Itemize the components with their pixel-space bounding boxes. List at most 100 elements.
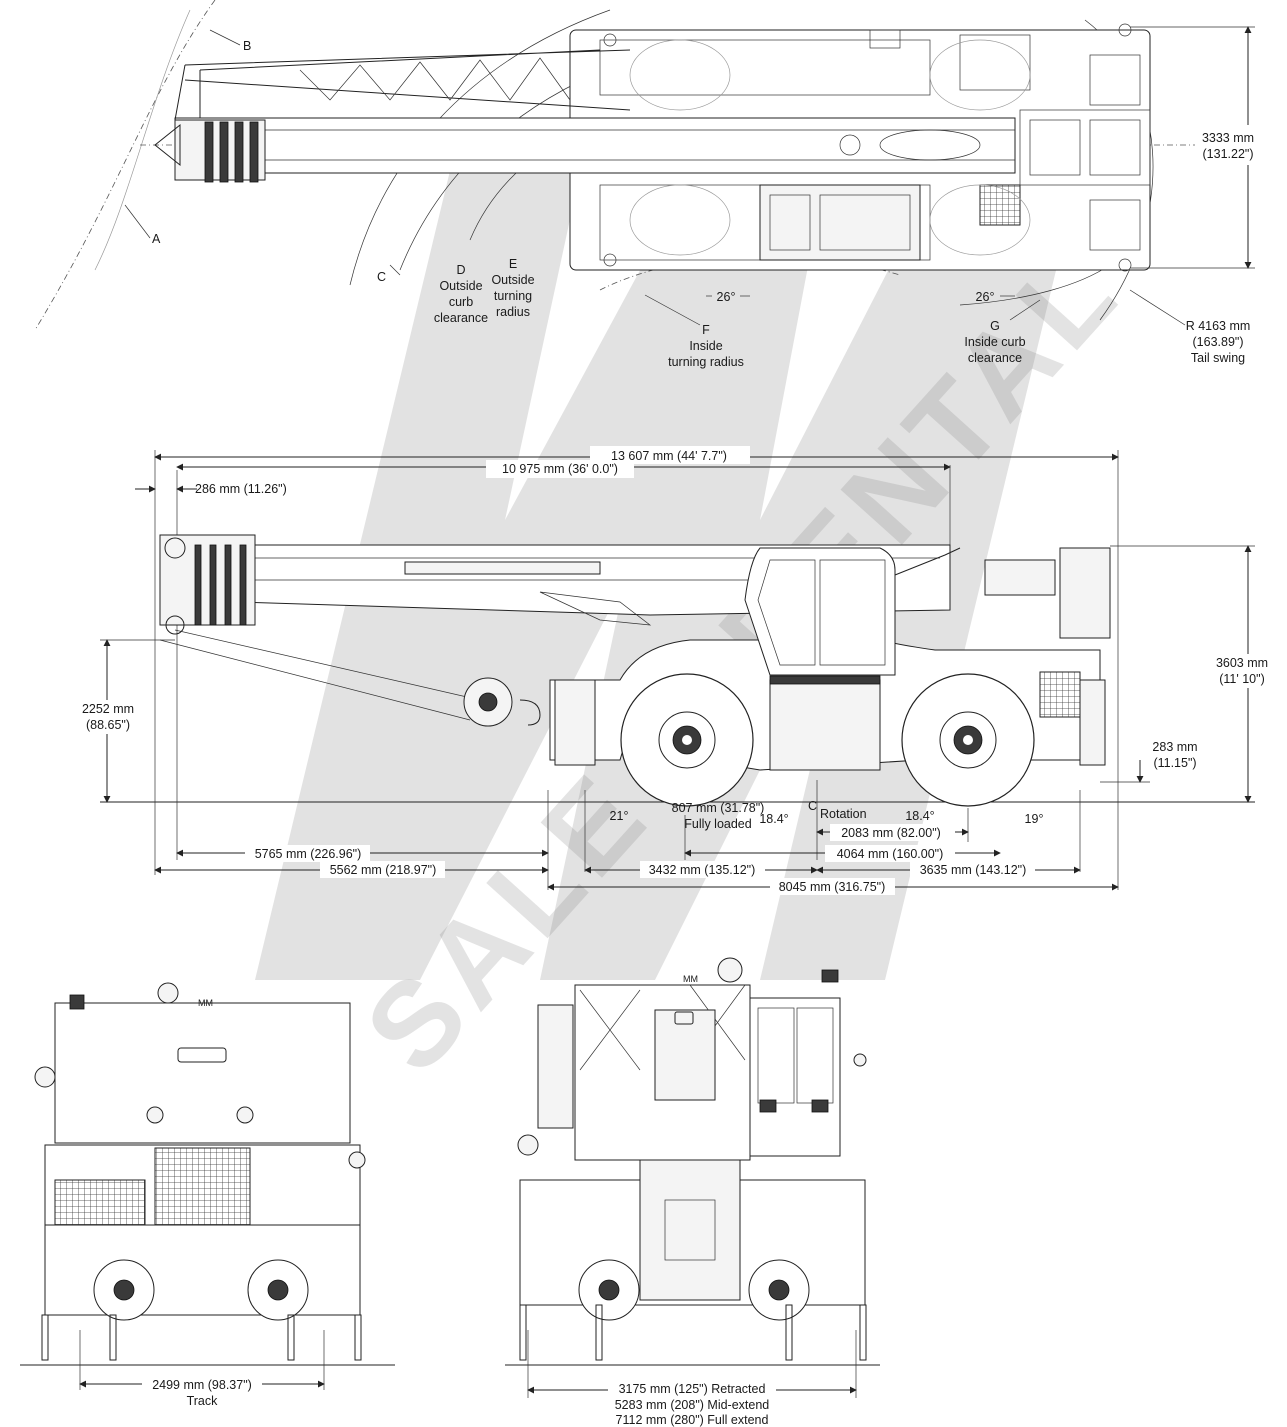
rear-counterweight (54, 1002, 351, 1144)
label-g: G Inside curb clearance (964, 319, 1025, 365)
svg-text:8045 mm (316.75"): 8045 mm (316.75") (779, 880, 886, 894)
svg-text:(11' 10"): (11' 10") (1219, 672, 1265, 686)
svg-text:3175 mm (125") Retracted: 3175 mm (125") Retracted (619, 1382, 766, 1396)
dim-overall-height: 3603 mm (11' 10") (1203, 654, 1281, 688)
angle-approach: 21° (610, 809, 629, 823)
boom-head-side (159, 534, 256, 626)
svg-text:Inside curb: Inside curb (964, 335, 1025, 349)
front-axle-center (639, 1159, 741, 1301)
svg-text:283 mm: 283 mm (1152, 740, 1197, 754)
dim-4064: 4064 mm (160.00") (825, 845, 955, 862)
svg-text:Rotation: Rotation (820, 807, 867, 821)
rear-mm-mark: MM (198, 998, 213, 1008)
counterweight-side (1059, 547, 1111, 639)
label-f: F Inside turning radius (668, 323, 744, 369)
svg-text:turning radius: turning radius (668, 355, 744, 369)
svg-text:curb: curb (449, 295, 473, 309)
front-view: MM 3175 mm (125") Retracted 5283 mm (208… (505, 957, 880, 1427)
front-right-wheel (748, 1259, 810, 1321)
label-d: D Outside curb clearance (434, 263, 488, 325)
label-b: B (243, 39, 251, 53)
svg-text:clearance: clearance (968, 351, 1022, 365)
svg-text:2083 mm (82.00"): 2083 mm (82.00") (841, 826, 941, 840)
label-tail-swing: R 4163 mm (163.89") Tail swing (1186, 319, 1251, 365)
svg-text:radius: radius (496, 305, 530, 319)
svg-text:(131.22"): (131.22") (1203, 147, 1254, 161)
svg-text:Tail swing: Tail swing (1191, 351, 1245, 365)
sweep-arc-a2 (94, 9, 191, 271)
dim-3432: 3432 mm (135.12") (640, 861, 765, 878)
svg-text:3635 mm (143.12"): 3635 mm (143.12") (920, 863, 1027, 877)
dim-pin-height: 2252 mm (88.65") (78, 700, 138, 734)
svg-text:5283 mm (208") Mid-extend: 5283 mm (208") Mid-extend (615, 1398, 770, 1412)
boom-top (174, 117, 1016, 174)
label-e: E Outside turning radius (491, 257, 534, 319)
dim-ground-clearance: 807 mm (31.78") Fully loaded (672, 801, 765, 831)
rear-right-wheel (247, 1259, 309, 1321)
dim-width: 3333 mm (131.22") (1195, 125, 1261, 165)
svg-text:Outside: Outside (439, 279, 482, 293)
front-wheel-side (620, 673, 754, 807)
svg-text:Fully loaded: Fully loaded (684, 817, 751, 831)
dim-5765: 5765 mm (226.96") (245, 845, 370, 862)
dim-overall-length: 13 607 mm (44' 7.7") (590, 446, 750, 464)
svg-text:3603 mm: 3603 mm (1216, 656, 1268, 670)
svg-text:Inside: Inside (689, 339, 722, 353)
rear-left-wheel (93, 1259, 155, 1321)
svg-text:F: F (702, 323, 710, 337)
rear-chassis (44, 1224, 361, 1316)
dim-front-overhang: 286 mm (11.26") (195, 482, 287, 496)
svg-text:5562 mm (218.97"): 5562 mm (218.97") (330, 863, 437, 877)
sweep-arc-g (959, 264, 1111, 306)
dim-rear-clearance: 283 mm (11.15") (1152, 740, 1197, 770)
svg-text:2252 mm: 2252 mm (82, 702, 134, 716)
top-view: A B C D Outside curb clearance E Outside… (34, 0, 1261, 369)
side-view: 13 607 mm (44' 7.7") 10 975 mm (36' 0.0"… (78, 446, 1281, 895)
label-c: C (377, 270, 386, 284)
svg-text:3432 mm (135.12"): 3432 mm (135.12") (649, 863, 756, 877)
svg-text:clearance: clearance (434, 311, 488, 325)
front-cab (749, 997, 841, 1157)
jib-lattice-top (184, 49, 631, 111)
slew-ring (769, 675, 881, 685)
dim-3635: 3635 mm (143.12") (910, 861, 1035, 878)
svg-text:3333 mm: 3333 mm (1202, 131, 1254, 145)
angle-front: 18.4° (759, 812, 788, 826)
rotation-label: C Rotation (808, 799, 867, 821)
svg-text:Outside: Outside (491, 273, 534, 287)
label-a: A (152, 232, 161, 246)
dim-track: 2499 mm (98.37") Track (142, 1376, 262, 1408)
dim-outrigger-spread: 3175 mm (125") Retracted 5283 mm (208") … (608, 1380, 776, 1427)
angle-26-left: 26° (717, 290, 736, 304)
svg-text:R 4163 mm: R 4163 mm (1186, 319, 1251, 333)
rear-view: MM 2499 mm (98.37") Track (20, 982, 395, 1408)
svg-text:(11.15"): (11.15") (1153, 756, 1196, 770)
dim-boom-length: 10 975 mm (36' 0.0") (486, 460, 634, 478)
svg-text:10 975 mm (36' 0.0"): 10 975 mm (36' 0.0") (502, 462, 618, 476)
rear-radiator-grille (154, 1147, 251, 1229)
front-outrigger (554, 679, 596, 766)
svg-text:G: G (990, 319, 1000, 333)
svg-text:Track: Track (187, 1394, 219, 1408)
watermark: SALE & RENTAL (255, 150, 1145, 1097)
svg-text:7112 mm (280") Full extend: 7112 mm (280") Full extend (616, 1413, 769, 1427)
engine-grille-top (979, 184, 1021, 226)
dim-5562: 5562 mm (218.97") (320, 861, 445, 878)
front-left-wheel (578, 1259, 640, 1321)
angle-26-right: 26° (976, 290, 995, 304)
svg-text:807 mm (31.78"): 807 mm (31.78") (672, 801, 765, 815)
svg-text:E: E (509, 257, 517, 271)
svg-text:(163.89"): (163.89") (1193, 335, 1244, 349)
sweep-arc-a (34, 0, 216, 331)
svg-text:4064 mm (160.00"): 4064 mm (160.00") (837, 847, 944, 861)
dim-8045: 8045 mm (316.75") (770, 878, 895, 895)
angle-departure: 19° (1025, 812, 1044, 826)
svg-text:D: D (456, 263, 465, 277)
svg-text:2499 mm (98.37"): 2499 mm (98.37") (152, 1378, 252, 1392)
svg-text:13 607 mm (44' 7.7"): 13 607 mm (44' 7.7") (611, 449, 727, 463)
svg-text:turning: turning (494, 289, 532, 303)
dim-2083: 2083 mm (82.00") (830, 824, 955, 841)
svg-text:(88.65"): (88.65") (86, 718, 130, 732)
svg-text:C: C (808, 799, 817, 813)
